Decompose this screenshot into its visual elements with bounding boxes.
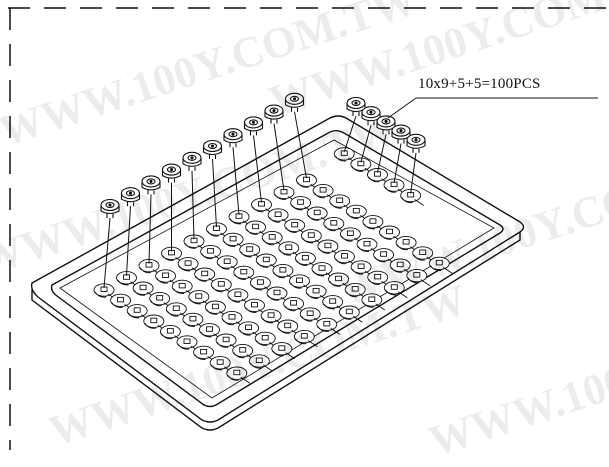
component-icon: [223, 128, 243, 148]
tray-pocket: [248, 354, 273, 372]
lead-line: [253, 135, 262, 203]
lead-line: [393, 143, 402, 184]
loose-components: [100, 92, 426, 218]
tray-pocket: [329, 194, 353, 212]
lead-line: [232, 147, 240, 215]
lead-line: [212, 158, 217, 228]
tray-pocket: [171, 279, 196, 297]
tray-pocket: [350, 157, 375, 175]
tray-diagram: [8, 7, 609, 450]
tray-pocket: [379, 225, 403, 243]
tray-pocket: [228, 210, 253, 228]
component-icon: [406, 133, 426, 153]
tray-pocket: [194, 267, 218, 285]
component-icon: [376, 115, 396, 135]
component-icon: [264, 104, 284, 124]
label-leader: [387, 97, 417, 119]
tray-pocket: [216, 255, 241, 273]
tray-pocket: [362, 215, 387, 233]
tray-pocket: [204, 300, 229, 318]
tray-pocket: [334, 249, 358, 267]
lead-line: [148, 194, 152, 264]
tray-pocket: [260, 309, 285, 327]
tray-pocket: [245, 220, 269, 238]
component-icon: [346, 96, 366, 116]
component-icon: [284, 92, 305, 112]
tray-pocket: [261, 230, 286, 248]
tray-pocket: [176, 335, 201, 353]
tray-pocket: [284, 218, 308, 236]
component-icon: [202, 139, 223, 159]
component-icon: [141, 175, 161, 195]
component-icon: [391, 124, 411, 144]
lead-line: [273, 123, 285, 191]
tray-pocket: [226, 366, 251, 384]
tray-pocket: [209, 356, 234, 374]
tray-pocket: [305, 284, 330, 302]
tray-pocket: [222, 232, 247, 250]
tray-pocket: [406, 268, 431, 286]
lead-line: [376, 134, 387, 173]
tray-pocket: [373, 248, 397, 266]
tray-pocket: [316, 317, 341, 335]
component-icon: [161, 163, 182, 183]
lead-line: [410, 152, 417, 194]
tray-pocket: [199, 323, 223, 341]
lead-line: [360, 125, 372, 163]
tray-pocket: [132, 281, 157, 299]
tray-pocket: [338, 305, 363, 323]
lead-line: [191, 170, 195, 240]
tray-pocket: [367, 270, 391, 288]
lead-line: [294, 111, 307, 179]
tray-pocket: [210, 277, 235, 295]
component-icon: [100, 198, 120, 218]
dashed-border: [8, 7, 609, 450]
tray-pocket: [361, 293, 386, 311]
tray-pocket: [328, 272, 352, 290]
tray-pocket: [383, 281, 408, 299]
tray-pocket: [306, 206, 331, 224]
tray-pocket: [283, 296, 307, 314]
tray-pocket: [215, 333, 240, 351]
tray-pocket: [182, 312, 207, 330]
tray-pocket: [273, 185, 298, 203]
lead-line: [103, 217, 111, 289]
lead-lines: [103, 111, 417, 289]
component-icon: [120, 187, 141, 207]
tray-pocket: [339, 227, 364, 245]
tray-pocket: [294, 251, 319, 269]
tray-pocket: [200, 244, 224, 262]
lead-line: [126, 206, 131, 276]
tray-pocket: [272, 263, 297, 281]
tray-pocket: [428, 256, 453, 274]
tray-pocket: [221, 310, 246, 328]
tray-pocket: [227, 288, 252, 306]
tray-pocket: [333, 147, 358, 165]
tray-pocket: [271, 342, 296, 360]
tray-pocket: [367, 168, 391, 186]
tray-pocket: [293, 329, 318, 347]
tray-pockets: [93, 147, 453, 384]
tray-pocket: [289, 274, 313, 292]
quantity-label: 10x9+5+5=100PCS: [418, 76, 541, 92]
component-icon: [182, 151, 202, 171]
tray-pocket: [238, 321, 262, 339]
tray-pocket: [110, 293, 134, 311]
component-icon: [243, 116, 264, 136]
lead-line: [343, 115, 357, 153]
